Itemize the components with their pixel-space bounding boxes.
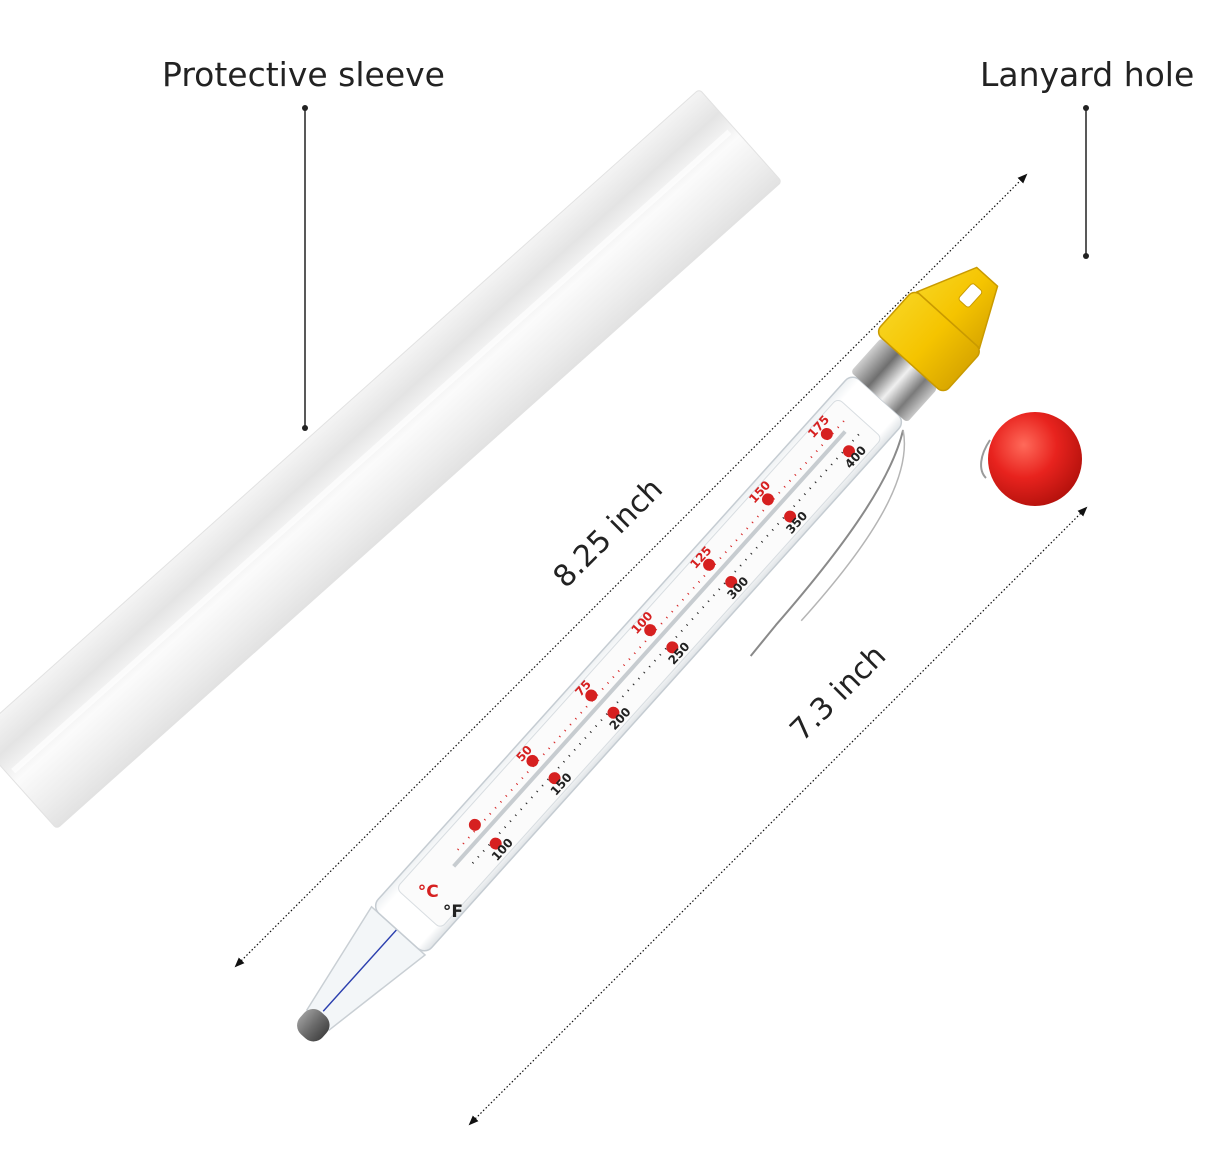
fahrenheit-tick-dot [784,510,797,523]
lanyard-callout-line [1083,105,1089,259]
fahrenheit-tick-dot [607,706,620,719]
protective-sleeve-label: Protective sleeve [162,55,445,94]
clip-ball [988,412,1082,506]
fahrenheit-tick-dot [666,641,679,654]
overall-length-label: 8.25 inch [547,472,670,595]
thermometer: °C °F 5075100125150175200100150200250300… [297,266,999,1042]
scale-length-label: 7.3 inch [783,638,893,748]
protective-sleeve [0,90,781,828]
metal-collar [852,339,937,422]
sleeve-callout-line [302,105,308,431]
fahrenheit-tick-dot [725,575,738,588]
celsius-tick-dot [644,624,657,637]
overall-length-dimension [234,173,1028,968]
probe-tip [297,1008,330,1042]
clip-wire [749,429,905,657]
yellow-cap [877,266,999,392]
fahrenheit-tick-dot [548,772,561,785]
celsius-tick-dot [526,754,539,767]
celsius-tick-dot [468,818,481,831]
celsius-tick-dot [761,493,774,506]
scale-length-dimension [468,506,1088,1126]
celsius-tick-dot [703,558,716,571]
lanyard-hole-label: Lanyard hole [980,55,1195,94]
fahrenheit-tick-dot [842,445,855,458]
celsius-unit-label: °C [418,882,439,902]
fahrenheit-tick-dot [489,837,502,850]
celsius-tick-dot [820,427,833,440]
lanyard-hole [958,283,983,308]
fahrenheit-unit-label: °F [443,902,463,922]
celsius-tick-dot [585,689,598,702]
